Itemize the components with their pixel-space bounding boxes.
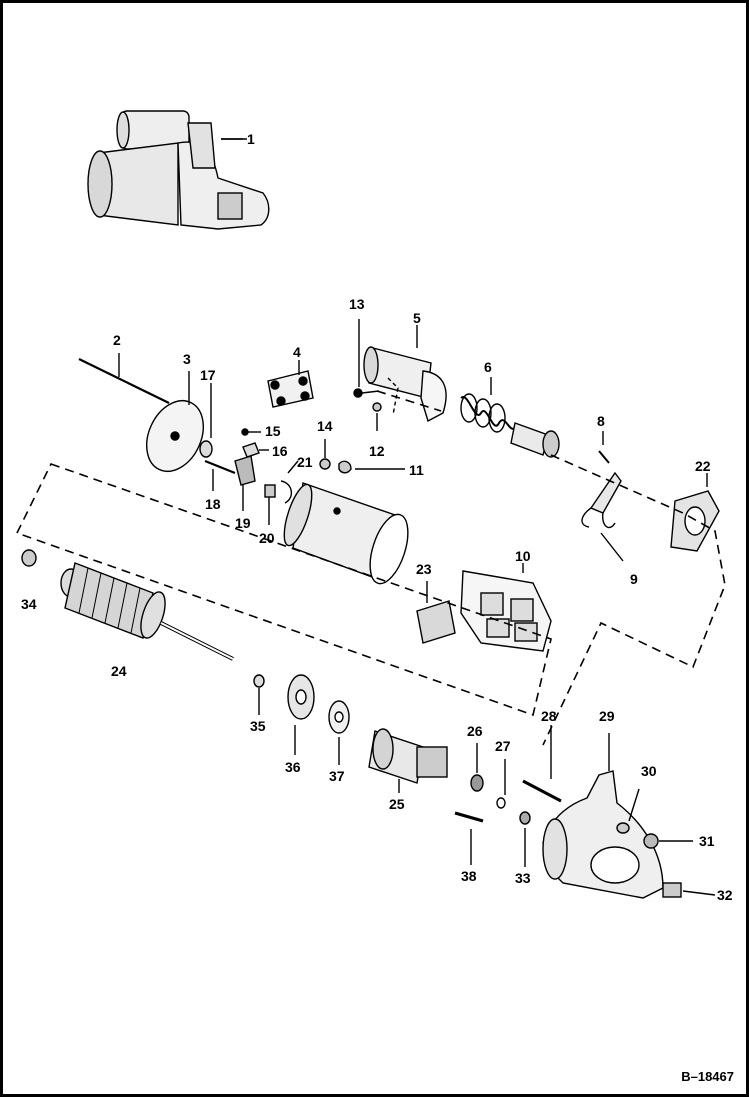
callout-19: 19 [235,515,251,531]
callout-12: 12 [369,443,385,459]
armature [60,562,234,661]
callout-35: 35 [250,718,266,734]
callout-18: 18 [205,496,221,512]
callout-17: 17 [200,367,216,383]
callout-1: 1 [247,131,255,147]
callout-16: 16 [272,443,288,459]
callout-37: 37 [329,768,345,784]
callout-9: 9 [630,571,638,587]
callout-28: 28 [541,708,557,724]
callout-2: 2 [113,332,121,348]
callout-36: 36 [285,759,301,775]
drive-housing [542,733,664,899]
callout-29: 29 [599,708,615,724]
callout-33: 33 [515,870,531,886]
callout-30: 30 [641,763,657,779]
callout-20: 20 [259,530,275,546]
callout-3: 3 [183,351,191,367]
callout-26: 26 [467,723,483,739]
callout-15: 15 [265,423,281,439]
callout-32: 32 [717,887,733,903]
callout-5: 5 [413,310,421,326]
starter-motor-drawing [15,110,726,899]
callout-13: 13 [349,296,365,312]
through-bolt [78,358,170,404]
callout-11: 11 [409,462,424,478]
callout-14: 14 [317,418,333,434]
callout-4: 4 [293,344,301,360]
callout-38: 38 [461,868,477,884]
callout-23: 23 [416,561,432,577]
callout-24: 24 [111,663,127,679]
callout-27: 27 [495,738,511,754]
callout-34: 34 [21,596,37,612]
figure-code: B–18467 [681,1069,734,1084]
callout-31: 31 [699,833,715,849]
starter-assembly [87,110,270,230]
callout-10: 10 [515,548,531,564]
callout-21: 21 [297,454,313,470]
callout-6: 6 [484,359,492,375]
callout-8: 8 [597,413,605,429]
callout-25: 25 [389,796,405,812]
callout-22: 22 [695,458,711,474]
